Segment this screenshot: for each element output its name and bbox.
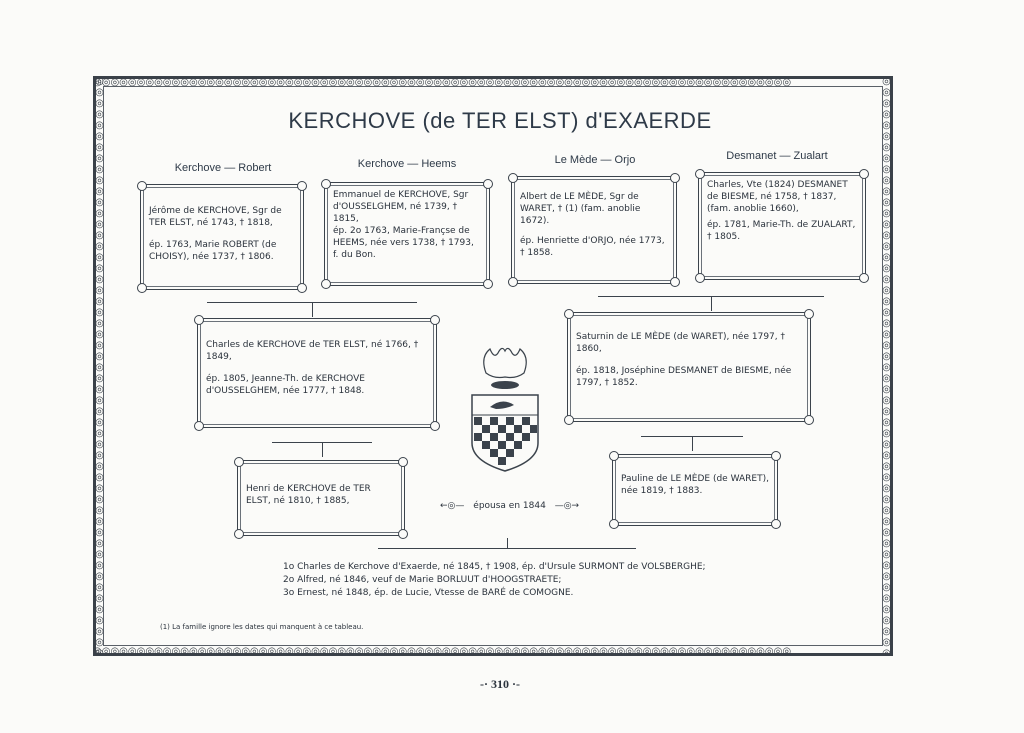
marriage-text: épousa en 1844 xyxy=(473,501,546,511)
box-pauline-de-le-mede: Pauline de LE MÈDE (de WARET), née 1819,… xyxy=(609,451,781,529)
coat-of-arms-icon xyxy=(471,347,539,472)
column-heading-lemede-orjo: Le Mède — Orjo xyxy=(554,154,636,166)
box-line: ép. 1805, Jeanne-Th. de KERCHOVE d'OUSSE… xyxy=(206,374,365,396)
children-brace-center xyxy=(507,538,508,548)
page-number: -· 310 ·- xyxy=(0,677,1000,692)
children-brace xyxy=(378,548,636,549)
footnote: (1) La famille ignore les dates qui manq… xyxy=(160,623,364,631)
box-line: ép. 1781, Marie-Th. de ZUALART, † 1805. xyxy=(707,220,856,242)
box-line: Jérôme de KERCHOVE, Sgr de TER ELST, né … xyxy=(149,206,282,228)
child-item: 3o Ernest, né 1848, ép. de Lucie, Vtesse… xyxy=(283,588,574,598)
connector-line xyxy=(322,443,323,457)
box-line: ép. 2o 1763, Marie-Françse de HEEMS, née… xyxy=(333,226,474,260)
box-albert-de-le-mede: Albert de LE MÈDE, Sgr de WARET, † (1) (… xyxy=(508,173,680,287)
column-heading-desmanet-zualart: Desmanet — Zualart xyxy=(726,150,828,162)
connector-line xyxy=(312,303,313,317)
marriage-label: ←◎— épousa en 1844 —◎→ xyxy=(440,501,579,511)
right-arrow-ornament-icon: —◎→ xyxy=(554,501,580,511)
connector-line xyxy=(711,297,712,311)
page-border-inner xyxy=(103,86,883,646)
column-heading-kerchove-heems: Kerchove — Heems xyxy=(357,158,457,170)
box-henri-de-kerchove: Henri de KERCHOVE de TER ELST, né 1810, … xyxy=(234,457,408,539)
box-saturnin-de-le-mede: Saturnin de LE MÈDE (de WARET), née 1797… xyxy=(564,309,814,425)
box-line: ép. 1763, Marie ROBERT (de CHOISY), née … xyxy=(149,240,277,262)
child-item: 2o Alfred, né 1846, veuf de Marie BORLUU… xyxy=(283,575,562,585)
box-line: Saturnin de LE MÈDE (de WARET), née 1797… xyxy=(576,332,785,354)
box-line: Emmanuel de KERCHOVE, Sgr d'OUSSELGHEM, … xyxy=(333,190,469,224)
ornament-icon: -· xyxy=(480,677,491,691)
box-line: ép. 1818, Joséphine DESMANET de BIESME, … xyxy=(576,366,792,388)
box-line: Charles de KERCHOVE de TER ELST, né 1766… xyxy=(206,340,419,362)
ornament-bottom: ◎◎◎◎◎◎◎◎◎◎◎◎◎◎◎◎◎◎◎◎◎◎◎◎◎◎◎◎◎◎◎◎◎◎◎◎◎◎◎◎… xyxy=(93,647,792,657)
children-list: 1o Charles de Kerchove d'Exaerde, né 184… xyxy=(283,561,706,600)
box-emmanuel-de-kerchove: Emmanuel de KERCHOVE, Sgr d'OUSSELGHEM, … xyxy=(321,179,493,289)
box-charles-desmanet: Charles, Vte (1824) DESMANET de BIESME, … xyxy=(695,169,869,283)
connector-line xyxy=(692,437,693,451)
box-line: Pauline de LE MÈDE (de WARET), née 1819,… xyxy=(621,474,769,496)
box-line: Albert de LE MÈDE, Sgr de WARET, † (1) (… xyxy=(520,192,641,226)
box-charles-de-kerchove: Charles de KERCHOVE de TER ELST, né 1766… xyxy=(194,315,440,431)
ornament-right: ◎◎◎◎◎◎◎◎◎◎◎◎◎◎◎◎◎◎◎◎◎◎◎◎◎◎◎◎◎◎◎◎◎◎◎◎◎◎◎◎… xyxy=(881,76,891,656)
ornament-left: ◎◎◎◎◎◎◎◎◎◎◎◎◎◎◎◎◎◎◎◎◎◎◎◎◎◎◎◎◎◎◎◎◎◎◎◎◎◎◎◎… xyxy=(94,76,104,656)
column-heading-kerchove-robert: Kerchove — Robert xyxy=(174,162,272,174)
child-item: 1o Charles de Kerchove d'Exaerde, né 184… xyxy=(283,562,706,572)
ornament-icon: ·- xyxy=(509,677,520,691)
page-border-outer xyxy=(93,76,893,656)
box-jerome-de-kerchove: Jérôme de KERCHOVE, Sgr de TER ELST, né … xyxy=(137,181,307,293)
box-line: Henri de KERCHOVE de TER ELST, né 1810, … xyxy=(246,484,371,506)
page-number-value: 310 xyxy=(491,677,509,691)
ornament-top: ◎◎◎◎◎◎◎◎◎◎◎◎◎◎◎◎◎◎◎◎◎◎◎◎◎◎◎◎◎◎◎◎◎◎◎◎◎◎◎◎… xyxy=(93,78,792,88)
left-arrow-ornament-icon: ←◎— xyxy=(440,501,465,511)
box-line: Charles, Vte (1824) DESMANET de BIESME, … xyxy=(707,180,848,214)
box-line: ép. Henriette d'ORJO, née 1773, † 1858. xyxy=(520,236,665,258)
page-title: KERCHOVE (de TER ELST) d'EXAERDE xyxy=(288,108,712,133)
